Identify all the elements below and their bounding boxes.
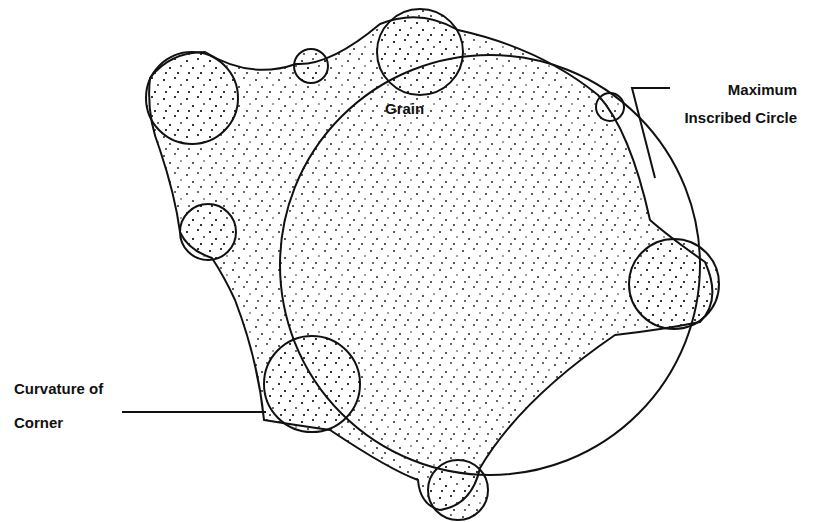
corner-circle <box>629 239 719 329</box>
corner-circle <box>596 93 624 121</box>
corner-circle <box>428 460 488 520</box>
corner-circle <box>294 49 328 83</box>
corner-circle <box>180 204 236 260</box>
leader-line <box>632 88 670 178</box>
corner-circle <box>377 9 463 95</box>
corner-circle <box>146 52 238 144</box>
leader-line <box>122 411 266 413</box>
callout-label: Maximum Inscribed Circle <box>672 76 797 132</box>
grain-label: Grain <box>385 100 465 118</box>
corner-circle <box>264 336 360 432</box>
callout-label: Curvature of Corner <box>14 372 124 440</box>
